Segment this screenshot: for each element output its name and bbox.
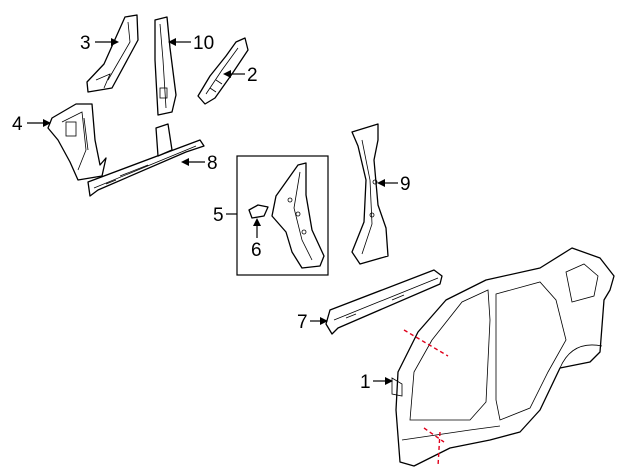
cut-line-rocker-b (437, 431, 441, 467)
part-2-pillar-bracket (197, 37, 249, 105)
part-9-center-pillar (351, 123, 389, 265)
part-10-hinge-pillar (154, 16, 177, 116)
callout-2: 2 (223, 65, 258, 86)
callout-label-6: 6 (251, 240, 262, 261)
callout-9: 9 (377, 174, 411, 195)
cut-lines (403, 329, 449, 467)
parts-5-6-group-box (236, 155, 329, 276)
callout-label-7: 7 (297, 312, 308, 333)
part-7-outer-rocker (325, 269, 443, 335)
callout-3: 3 (80, 33, 119, 54)
callout-7: 7 (297, 312, 328, 333)
callout-8: 8 (181, 153, 218, 174)
part-4-front-pillar (47, 103, 107, 181)
callout-label-4: 4 (12, 114, 23, 135)
callout-4: 4 (12, 114, 51, 135)
callout-label-3: 3 (80, 33, 91, 54)
callout-1: 1 (360, 372, 393, 393)
callout-label-1: 1 (360, 372, 371, 393)
callout-6: 6 (251, 218, 262, 261)
part-6-bracket (248, 204, 269, 219)
part-3-pillar-reinforcement (86, 14, 139, 93)
callout-5: 5 (213, 205, 237, 226)
callout-label-9: 9 (400, 174, 411, 195)
cut-line-pillar (403, 329, 449, 357)
part-8-rocker-inner (87, 123, 205, 197)
callout-label-5: 5 (213, 205, 224, 226)
callout-label-10: 10 (193, 33, 214, 54)
callout-10: 10 (168, 33, 214, 54)
callout-label-8: 8 (207, 153, 218, 174)
part-1-body-side-outer (391, 247, 615, 467)
callout-label-2: 2 (247, 65, 258, 86)
part-5-center-pillar-reinforcement (271, 162, 325, 269)
